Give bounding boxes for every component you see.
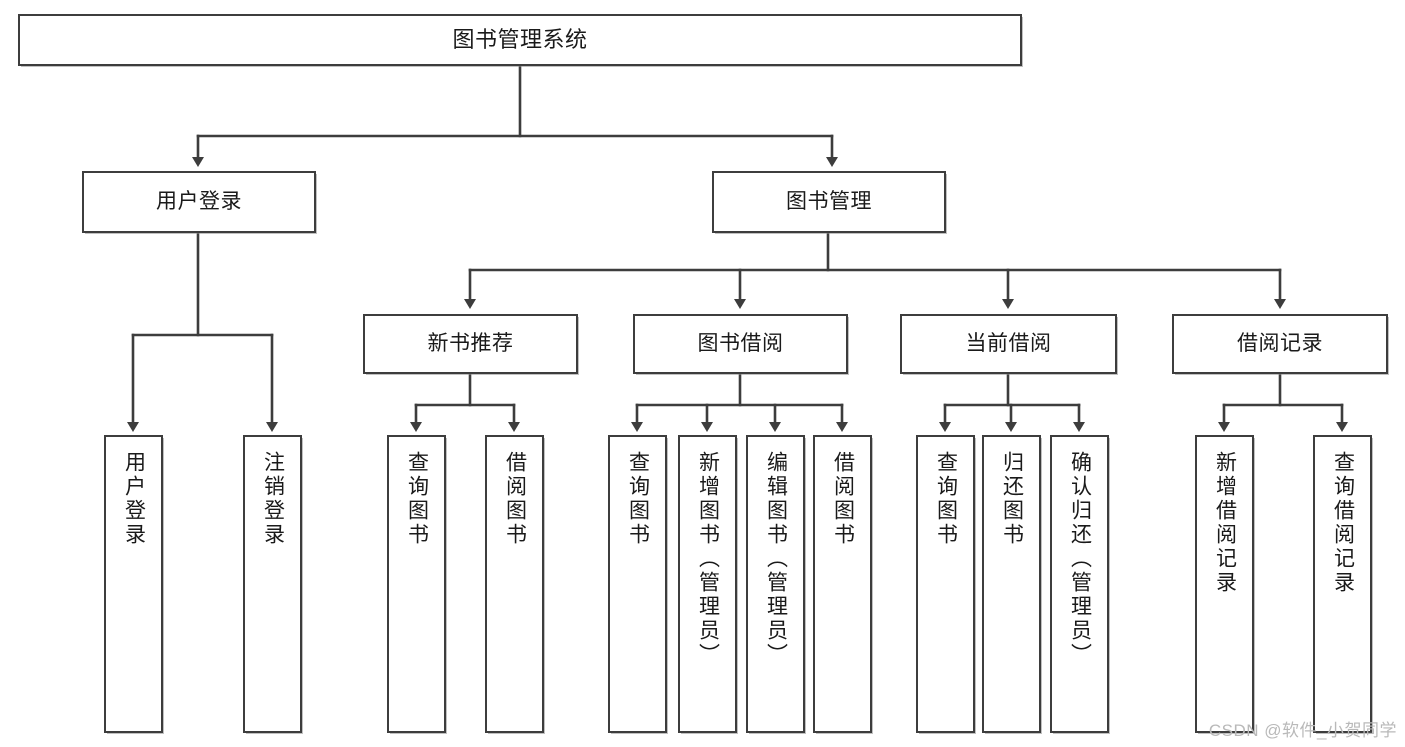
leaf-borrow-book-recommend[interactable]: 借阅图书 — [485, 435, 544, 733]
node-book-management-label: 图书管理 — [786, 189, 872, 213]
node-current-borrow[interactable]: 当前借阅 — [900, 314, 1117, 374]
leaf-confirm-return-admin[interactable]: 确认归还（管理员） — [1050, 435, 1109, 733]
leaf-borrow-book-label: 借阅图书 — [831, 451, 855, 547]
leaf-add-book-admin[interactable]: 新增图书（管理员） — [678, 435, 737, 733]
leaf-query-book-borrow[interactable]: 查询图书 — [608, 435, 667, 733]
leaf-add-borrow-record-label: 新增借阅记录 — [1213, 451, 1237, 595]
node-user-login[interactable]: 用户登录 — [82, 171, 316, 233]
leaf-query-borrow-record[interactable]: 查询借阅记录 — [1313, 435, 1372, 733]
node-borrow-record-label: 借阅记录 — [1237, 331, 1323, 355]
leaf-borrow-book-recommend-label: 借阅图书 — [503, 451, 527, 547]
leaf-edit-book-admin[interactable]: 编辑图书（管理员） — [746, 435, 805, 733]
leaf-borrow-book[interactable]: 借阅图书 — [813, 435, 872, 733]
node-new-book-recommend[interactable]: 新书推荐 — [363, 314, 578, 374]
watermark: CSDN @软件_小贺同学 — [1208, 721, 1397, 740]
leaf-query-book-current[interactable]: 查询图书 — [916, 435, 975, 733]
leaf-query-book-recommend-label: 查询图书 — [405, 451, 429, 547]
leaf-query-book-borrow-label: 查询图书 — [626, 451, 650, 547]
leaf-query-book-current-label: 查询图书 — [934, 451, 958, 547]
node-book-borrow[interactable]: 图书借阅 — [633, 314, 848, 374]
leaf-return-book[interactable]: 归还图书 — [982, 435, 1041, 733]
node-borrow-record[interactable]: 借阅记录 — [1172, 314, 1388, 374]
leaf-user-login[interactable]: 用户登录 — [104, 435, 163, 733]
leaf-logout[interactable]: 注销登录 — [243, 435, 302, 733]
leaf-logout-label: 注销登录 — [261, 451, 285, 547]
leaf-confirm-return-admin-label: 确认归还（管理员） — [1068, 451, 1092, 667]
leaf-add-borrow-record[interactable]: 新增借阅记录 — [1195, 435, 1254, 733]
leaf-user-login-label: 用户登录 — [122, 451, 146, 547]
node-root[interactable]: 图书管理系统 — [18, 14, 1022, 66]
node-new-book-recommend-label: 新书推荐 — [427, 331, 514, 355]
node-current-borrow-label: 当前借阅 — [965, 331, 1052, 355]
node-user-login-label: 用户登录 — [156, 189, 242, 213]
leaf-query-book-recommend[interactable]: 查询图书 — [387, 435, 446, 733]
leaf-edit-book-admin-label: 编辑图书（管理员） — [764, 451, 788, 667]
leaf-query-borrow-record-label: 查询借阅记录 — [1331, 451, 1355, 595]
node-book-management[interactable]: 图书管理 — [712, 171, 946, 233]
node-root-label: 图书管理系统 — [452, 27, 588, 53]
leaf-return-book-label: 归还图书 — [1000, 451, 1024, 547]
node-book-borrow-label: 图书借阅 — [697, 331, 784, 355]
leaf-add-book-admin-label: 新增图书（管理员） — [696, 451, 720, 667]
